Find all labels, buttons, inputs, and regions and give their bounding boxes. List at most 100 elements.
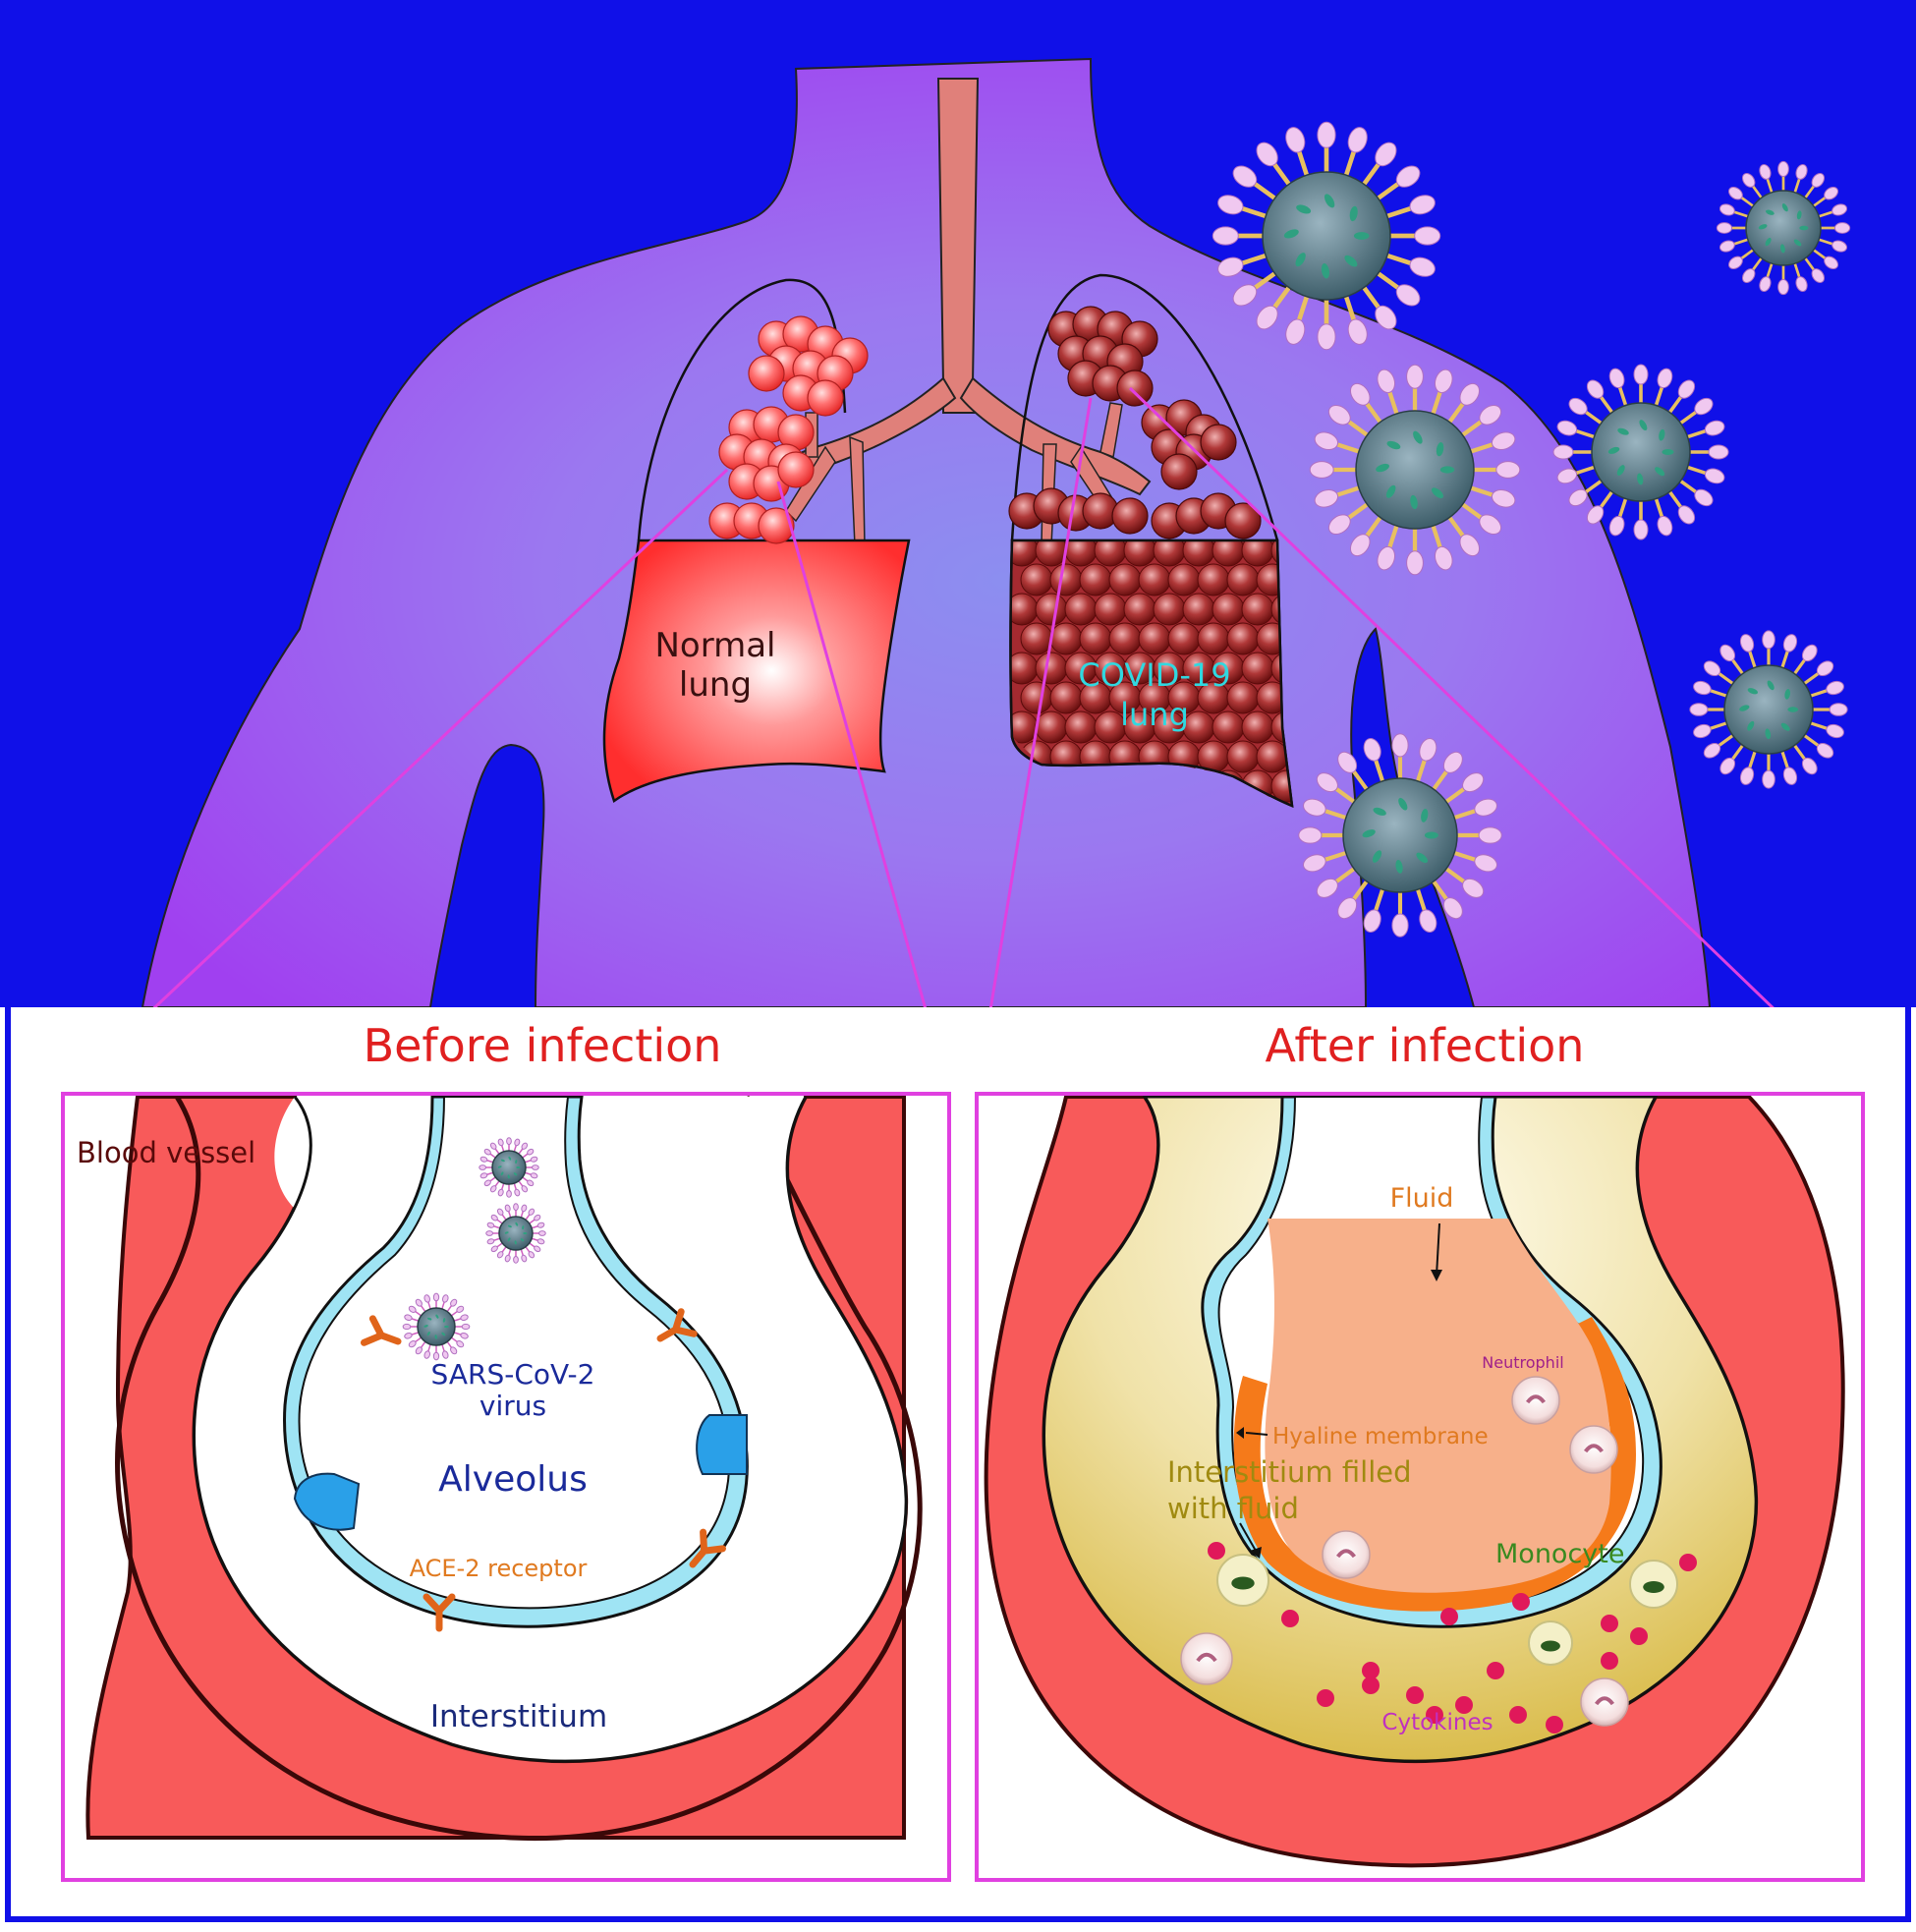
virus-rna (1353, 232, 1370, 240)
virus-rna (1758, 224, 1768, 230)
lung-alveolus-ball (1094, 593, 1127, 626)
virus-rna (1376, 463, 1389, 473)
virus-particle (1689, 630, 1848, 789)
virus-rna (1324, 194, 1335, 208)
virus-spike-head (1375, 142, 1397, 167)
virus-spike-head (1694, 488, 1714, 507)
virus-spike-head (1347, 318, 1368, 345)
virus-rna (1639, 420, 1648, 431)
virus-rna (500, 1171, 504, 1176)
virus-body (1591, 402, 1691, 502)
virus-spike-head (441, 1350, 449, 1359)
monocyte-label: Monocyte (1495, 1539, 1624, 1569)
virus-spike-head (1298, 826, 1323, 844)
alveolus-ball (1200, 424, 1237, 461)
virus-spike-head (1217, 195, 1244, 215)
virus-rna (1617, 427, 1629, 435)
virus-spike-head (1317, 323, 1336, 351)
virus-spike-head (531, 1165, 539, 1170)
virus-spike-head (489, 1142, 497, 1150)
virus-rna (513, 1172, 518, 1176)
lung-alveolus-ball (1241, 652, 1274, 685)
virus-spike-head (1491, 431, 1516, 451)
cytokine-dot (1208, 1542, 1225, 1560)
receptor-shape (689, 1528, 727, 1568)
virus-spike-head (1395, 165, 1421, 188)
virus-rna (507, 1224, 512, 1228)
alveolar-fluid (1265, 1219, 1611, 1593)
virus-spike-head (1303, 798, 1326, 817)
virus-spike-head (479, 1156, 488, 1163)
after-panel-content (984, 1095, 1845, 1868)
hyaline-arrow (1245, 1432, 1268, 1436)
virus-spike-head (1309, 461, 1334, 479)
monocyte-cell (1528, 1620, 1573, 1666)
virus-rna (516, 1165, 521, 1169)
virus-spike-head (1677, 505, 1696, 525)
lung-alveolus-ball (1049, 622, 1083, 655)
cytokine-dot (1362, 1662, 1380, 1679)
neutrophil-cell (1180, 1632, 1233, 1685)
before-panel-overlays: Blood vessel SARS-CoV-2 virus Alveolus A… (77, 1136, 748, 1734)
virus-spike-head (489, 1185, 497, 1193)
virus-body (1355, 410, 1475, 530)
lung-alveolus-ball (1020, 681, 1053, 714)
virus-rna (507, 1174, 510, 1179)
virus-spike-head (450, 1346, 458, 1355)
virus-spike-head (514, 1138, 521, 1147)
virus-spike-head (1829, 703, 1848, 716)
virus-spike-head (527, 1179, 535, 1187)
alveolus-ball (1111, 497, 1149, 535)
alveolus-ball (807, 379, 844, 417)
virus-spike-head (479, 1165, 487, 1170)
virus-rna (1424, 831, 1438, 839)
virus-spike-head (1256, 142, 1278, 167)
outer-frame (5, 5, 1911, 1922)
neutrophil-cell (1580, 1677, 1629, 1727)
lung-alveolus-ball (1020, 622, 1053, 655)
virus-rna (1747, 688, 1758, 695)
blood-vessel-label: Blood vessel (77, 1136, 255, 1169)
virus-spike-head (504, 1254, 511, 1263)
virus-spike-head (408, 1340, 417, 1348)
cytokine-dot (1679, 1554, 1697, 1571)
virus-spike-head (528, 1208, 535, 1216)
virus-rna (1747, 720, 1755, 731)
alveolus-ball (777, 451, 815, 488)
virus-rna (1739, 705, 1750, 711)
lung-alveolus-ball (1108, 563, 1142, 597)
virus-rna (423, 1325, 428, 1328)
alveolus-ball (1160, 453, 1198, 490)
virus-spike-head (1677, 379, 1696, 399)
interstitium-arrowhead (1250, 1547, 1262, 1559)
lung-alveolus-ball (1226, 681, 1260, 714)
virus-spike-head (1826, 723, 1844, 739)
monocyte-cell (1216, 1554, 1269, 1607)
virus-rna (523, 1231, 528, 1235)
virus-spike-head (506, 1137, 512, 1146)
lung-alveolus-ball (1167, 622, 1201, 655)
right-lung-outline (1010, 273, 1279, 541)
virus-rna (1349, 205, 1358, 222)
virus-spike-head (1314, 431, 1339, 451)
virus-spike-head (1478, 826, 1502, 844)
virus-spike-head (1708, 444, 1729, 460)
virus-rna (1432, 487, 1443, 499)
receptor-shape (656, 1308, 698, 1342)
virus-body (1262, 171, 1391, 301)
before-infection-title: Before infection (364, 1019, 722, 1072)
lung-alveolus-ball (1197, 563, 1230, 597)
monocytes (1216, 1554, 1678, 1666)
virus-spike-head (1395, 284, 1421, 307)
after-panel-overlays: Fluid Neutrophil Hyaline membrane Inters… (1167, 1183, 1624, 1735)
neutrophil-nucleus (1594, 1696, 1615, 1706)
virus-rna (1616, 465, 1625, 476)
virus-spike-head (1739, 767, 1755, 785)
virus-rna (1410, 494, 1418, 510)
virus-spike-head (1568, 488, 1588, 507)
virus-spike-head (1285, 318, 1306, 345)
virus-rna (1321, 263, 1330, 279)
virus-spike-head (1474, 798, 1497, 817)
virus-rna (1784, 689, 1791, 700)
virus-spike-head (1811, 173, 1825, 188)
